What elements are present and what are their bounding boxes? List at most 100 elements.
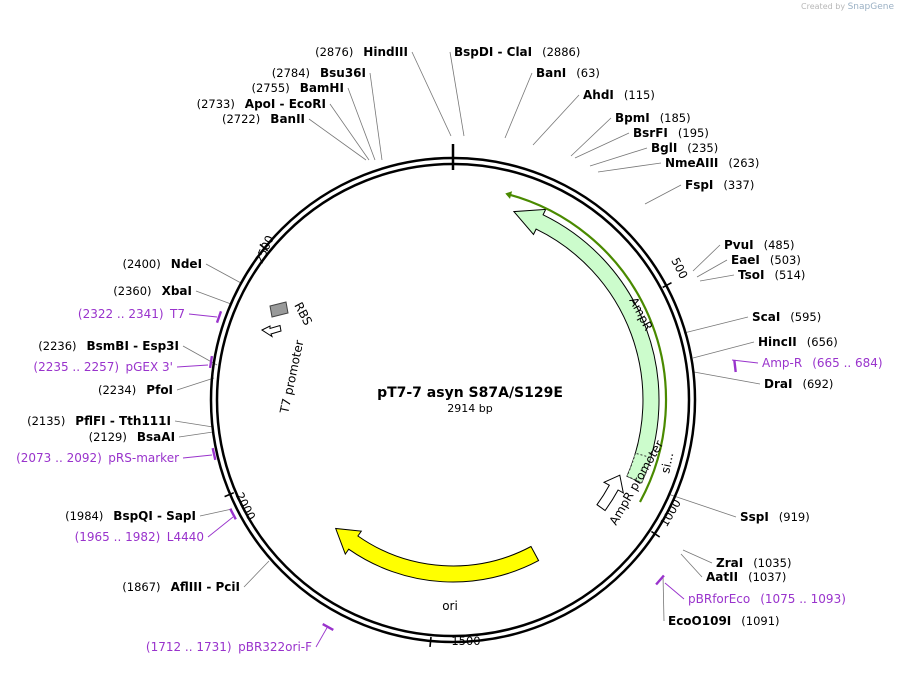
primer-binding-mark [208,355,214,369]
enzyme-position: (2135) [27,414,65,428]
enzyme-name: BspQI - SapI [113,509,196,523]
primer-site-t7[interactable]: (2322 .. 2341)T7 [78,307,185,321]
enzyme-name: PvuI [724,238,754,252]
enzyme-name: ApoI - EcoRI [245,97,326,111]
enzyme-position: (514) [775,268,806,282]
enzyme-site-bgli[interactable]: BglI(235) [651,141,718,155]
enzyme-site-bsaai[interactable]: BsaAI(2129) [89,430,175,444]
primer-site-pbrforeco[interactable]: (1075 .. 1093)pBRforEco [688,592,846,606]
enzyme-leader-line [504,72,533,139]
enzyme-site-scai[interactable]: ScaI (595) [752,310,821,324]
tick-label: 2500 [252,233,277,265]
enzyme-leader-line [693,371,761,385]
enzyme-site-nmeaiii[interactable]: NmeAIII(263) [665,156,759,170]
enzyme-site-ahdi[interactable]: AhdI (115) [583,88,655,102]
primer-leader-line [315,625,329,648]
enzyme-position: (63) [576,66,600,80]
enzyme-site-sspi[interactable]: SspI(919) [740,510,810,524]
credit-brand: SnapGene [847,2,894,12]
enzyme-leader-line [683,316,749,334]
enzyme-name: BpmI [615,111,650,125]
enzyme-leader-line [532,94,580,146]
enzyme-name: SspI [740,510,769,524]
enzyme-site-ecoo109i[interactable]: EcoO109I(1091) [668,614,780,628]
enzyme-name: BamHI [300,81,344,95]
enzyme-leader-line [347,87,376,161]
primer-leader-line [188,313,218,318]
enzyme-position: (595) [790,310,821,324]
enzyme-name: BglI [651,141,677,155]
enzyme-site-bspqi[interactable]: BspQI - SapI(1984) [65,509,196,523]
enzyme-site-pflfi[interactable]: PflFI - Tth111I(2135) [27,414,171,428]
enzyme-leader-line [176,377,215,391]
enzyme-position: (115) [624,88,655,102]
primer-site-l4440[interactable]: (1965 .. 1982)L4440 [75,530,204,544]
enzyme-site-eaei[interactable]: EaeI(503) [731,253,801,267]
ori-feature-arrow [334,527,540,583]
enzyme-site-bani[interactable]: BanI(63) [536,66,600,80]
enzyme-site-hindiii[interactable]: HindIII(2876) [315,45,408,59]
tick-mark [429,636,432,647]
primer-range: (2073 .. 2092) [16,451,102,465]
primer-site-amp-r[interactable]: (665 .. 684)Amp-R [762,356,883,370]
enzyme-name: XbaI [162,284,192,298]
enzyme-name: ScaI [752,310,780,324]
enzyme-leader-line [178,431,214,438]
rbs-box [269,301,289,318]
enzyme-leader-line [449,51,465,137]
enzyme-site-fspi[interactable]: FspI(337) [685,178,754,192]
enzyme-position: (503) [770,253,801,267]
enzyme-leader-line [574,132,630,159]
tick-mark [650,530,661,538]
primer-leader-line [731,359,759,364]
enzyme-position: (2234) [98,383,136,397]
ampr-feature-arrow [512,208,660,484]
primer-name: L4440 [167,530,204,544]
enzyme-site-ndei[interactable]: NdeI(2400) [123,257,203,271]
enzyme-position: (2129) [89,430,127,444]
primer-leader-line [207,516,234,538]
enzyme-site-aatii[interactable]: AatII(1037) [706,570,786,584]
enzyme-site-drai[interactable]: DraI(692) [764,377,833,391]
enzyme-leader-line [597,162,662,173]
enzyme-site-bpmi[interactable]: BpmI(185) [615,111,691,125]
enzyme-site-bspdi[interactable]: BspDI - ClaI(2886) [454,45,580,59]
enzyme-site-apoi[interactable]: ApoI - EcoRI(2733) [197,97,326,111]
enzyme-site-banii[interactable]: BanII(2722) [222,112,305,126]
enzyme-site-xbai[interactable]: XbaI(2360) [113,284,192,298]
enzyme-site-bsu36i[interactable]: Bsu36I(2784) [272,66,366,80]
enzyme-site-bsmbi[interactable]: BsmBI - Esp3I(2236) [38,339,179,353]
primer-site-pgex-3[interactable]: (2235 .. 2257)pGEX 3' [33,360,173,374]
primer-site-pbr322ori-f[interactable]: (1712 .. 1731)pBR322ori-F [146,640,312,654]
enzyme-name: AhdI [583,88,614,102]
enzyme-site-afliii[interactable]: AflIII - PciI(1867) [122,580,240,594]
primer-binding-mark [211,447,217,461]
enzyme-leader-line [195,290,232,305]
primer-binding-mark [215,310,223,324]
primer-binding-mark [733,359,737,373]
primer-name: Amp-R [762,356,802,370]
enzyme-site-bsrfi[interactable]: BsrFI(195) [633,126,709,140]
enzyme-site-zrai[interactable]: ZraI(1035) [716,556,791,570]
enzyme-leader-line [369,72,383,161]
enzyme-leader-line [667,493,737,518]
enzyme-name: BsrFI [633,126,668,140]
enzyme-site-pfoi[interactable]: PfoI(2234) [98,383,173,397]
primer-name: T7 [169,307,185,321]
enzyme-name: BanII [270,112,305,126]
tick-label: 1500 [451,634,480,648]
enzyme-site-pvui[interactable]: PvuI (485) [724,238,795,252]
primer-binding-mark [322,623,334,631]
enzyme-leader-line [644,184,682,205]
primer-site-prs-marker[interactable]: (2073 .. 2092)pRS-marker [16,451,179,465]
enzyme-site-hincii[interactable]: HincII(656) [758,335,838,349]
enzyme-site-bamhi[interactable]: BamHI(2755) [252,81,344,95]
enzyme-position: (485) [764,238,795,252]
enzyme-name: FspI [685,178,713,192]
signal-sequence-box [626,452,652,484]
enzyme-site-tsoi[interactable]: TsoI(514) [738,268,805,282]
enzyme-name: DraI [764,377,792,391]
enzyme-name: BspDI - ClaI [454,45,532,59]
enzyme-name: ZraI [716,556,743,570]
